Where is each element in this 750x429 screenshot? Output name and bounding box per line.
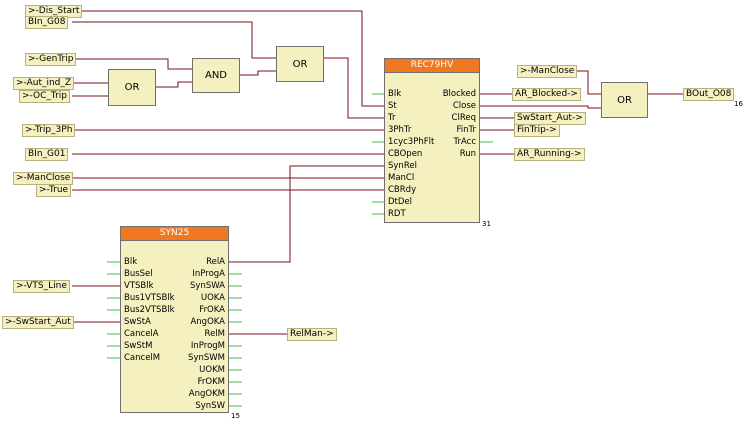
syn25-pin-frokm[interactable]: FrOKM bbox=[197, 377, 225, 387]
signal-label-oc-trip[interactable]: >-OC_Trip bbox=[19, 90, 70, 103]
syn25-pin-inproga[interactable]: InProgA bbox=[192, 269, 225, 279]
syn25-pin-uokm[interactable]: UOKM bbox=[199, 365, 225, 375]
wire-rela-synrel bbox=[229, 165, 386, 263]
syn25-pin-synswa[interactable]: SynSWA bbox=[190, 281, 225, 291]
rec79hv-pin-cbrdy[interactable]: CBRdy bbox=[388, 185, 417, 195]
syn25-pin-rela[interactable]: RelA bbox=[206, 257, 225, 267]
unconnected-pin-stubs bbox=[107, 93, 493, 407]
syn25-pin-cancelm[interactable]: CancelM bbox=[124, 353, 161, 363]
rec79hv-pin-fintr[interactable]: FinTr bbox=[456, 125, 476, 135]
signal-label-ar-running[interactable]: AR_Running-> bbox=[514, 148, 585, 161]
signal-label-fintrip[interactable]: FinTrip-> bbox=[514, 124, 560, 137]
syn25-pin-swsta[interactable]: SwStA bbox=[124, 317, 151, 327]
rec79hv-block[interactable]: REC79HV Blk St Tr 3PhTr 1cyc3PhFlt CBOpe… bbox=[384, 58, 480, 223]
wire-group bbox=[72, 10, 683, 335]
signal-label-relman[interactable]: RelMan-> bbox=[287, 328, 337, 341]
wire-and-or2 bbox=[240, 70, 276, 76]
signal-label-trip-3ph[interactable]: >-Trip_3Ph bbox=[22, 124, 76, 137]
signal-label-aut-ind-z[interactable]: >-Aut_ind_Z bbox=[13, 77, 75, 90]
syn25-pin-bus1vtsblk[interactable]: Bus1VTSBlk bbox=[124, 293, 175, 303]
syn25-pin-bussel[interactable]: BusSel bbox=[124, 269, 153, 279]
syn25-pin-inprogm[interactable]: InProgM bbox=[190, 341, 225, 351]
wire-dis-start bbox=[72, 10, 386, 107]
rec79hv-pin-run[interactable]: Run bbox=[459, 149, 476, 159]
bout-number: 16 bbox=[734, 100, 743, 108]
syn25-pin-froka[interactable]: FrOKA bbox=[199, 305, 225, 315]
syn25-pin-angoka[interactable]: AngOKA bbox=[190, 317, 225, 327]
wire-bin-g08 bbox=[72, 21, 276, 59]
rec79hv-pin-st[interactable]: St bbox=[388, 101, 397, 111]
signal-label-bin-g01[interactable]: BIn_G01 bbox=[25, 148, 69, 161]
syn25-pin-uoka[interactable]: UOKA bbox=[200, 293, 225, 303]
wire-manclose-or3 bbox=[576, 70, 601, 95]
rec79hv-pin-close[interactable]: Close bbox=[452, 101, 476, 111]
syn25-pin-swstm[interactable]: SwStM bbox=[124, 341, 153, 351]
signal-label-bin-g08[interactable]: BIn_G08 bbox=[25, 16, 69, 29]
or-gate-2[interactable]: OR bbox=[276, 46, 324, 82]
syn25-pin-bus2vtsblk[interactable]: Bus2VTSBlk bbox=[124, 305, 175, 315]
rec79hv-pin-synrel[interactable]: SynRel bbox=[388, 161, 417, 171]
syn25-pin-angokm[interactable]: AngOKM bbox=[188, 389, 225, 399]
signal-label-ar-blocked[interactable]: AR_Blocked-> bbox=[512, 88, 581, 101]
signal-label-manclose-right[interactable]: >-ManClose bbox=[517, 65, 578, 78]
syn25-number: 15 bbox=[231, 412, 240, 420]
rec79hv-title: REC79HV bbox=[385, 59, 479, 73]
signal-label-true[interactable]: >-True bbox=[36, 184, 72, 197]
syn25-pin-synsw[interactable]: SynSW bbox=[195, 401, 225, 411]
wire-or2-tr bbox=[324, 57, 386, 119]
wire-gentrip bbox=[72, 58, 192, 70]
rec79hv-pin-dtdel[interactable]: DtDel bbox=[388, 197, 413, 207]
syn25-pin-vtsblk[interactable]: VTSBlk bbox=[124, 281, 154, 291]
rec79hv-pin-rdt[interactable]: RDT bbox=[388, 209, 406, 219]
rec79hv-pin-3phtr[interactable]: 3PhTr bbox=[388, 125, 412, 135]
or-gate-3[interactable]: OR bbox=[601, 82, 648, 118]
rec79hv-pin-cbopen[interactable]: CBOpen bbox=[388, 149, 423, 159]
rec79hv-number: 31 bbox=[482, 220, 491, 228]
syn25-title: SYN25 bbox=[121, 227, 228, 241]
or-gate-1[interactable]: OR bbox=[108, 69, 156, 106]
syn25-pin-cancela[interactable]: CancelA bbox=[124, 329, 159, 339]
and-gate[interactable]: AND bbox=[192, 58, 240, 93]
syn25-pin-relm[interactable]: RelM bbox=[204, 329, 225, 339]
signal-label-bout-o08[interactable]: BOut_O08 bbox=[683, 88, 735, 101]
rec79hv-pin-tracc[interactable]: TrAcc bbox=[453, 137, 476, 147]
rec79hv-pin-mancl[interactable]: ManCl bbox=[388, 173, 415, 183]
rec79hv-pin-blocked[interactable]: Blocked bbox=[442, 89, 476, 99]
syn25-block[interactable]: SYN25 Blk BusSel VTSBlk Bus1VTSBlk Bus2V… bbox=[120, 226, 229, 413]
rec79hv-pin-blk[interactable]: Blk bbox=[388, 89, 402, 99]
syn25-pin-synswm[interactable]: SynSWM bbox=[188, 353, 225, 363]
signal-label-gentrip[interactable]: >-GenTrip bbox=[25, 53, 77, 66]
rec79hv-pin-clreq[interactable]: ClReq bbox=[451, 113, 476, 123]
rec79hv-pin-tr[interactable]: Tr bbox=[388, 113, 396, 123]
rec79hv-pin-1cyc3phflt[interactable]: 1cyc3PhFlt bbox=[388, 137, 435, 147]
wire-close-or3 bbox=[479, 105, 601, 109]
signal-label-vts-line[interactable]: >-VTS_Line bbox=[13, 280, 70, 293]
syn25-pin-blk[interactable]: Blk bbox=[124, 257, 138, 267]
signal-label-swstart-aut-in[interactable]: >-SwStart_Aut bbox=[2, 316, 74, 329]
wire-or1-and bbox=[156, 81, 192, 88]
